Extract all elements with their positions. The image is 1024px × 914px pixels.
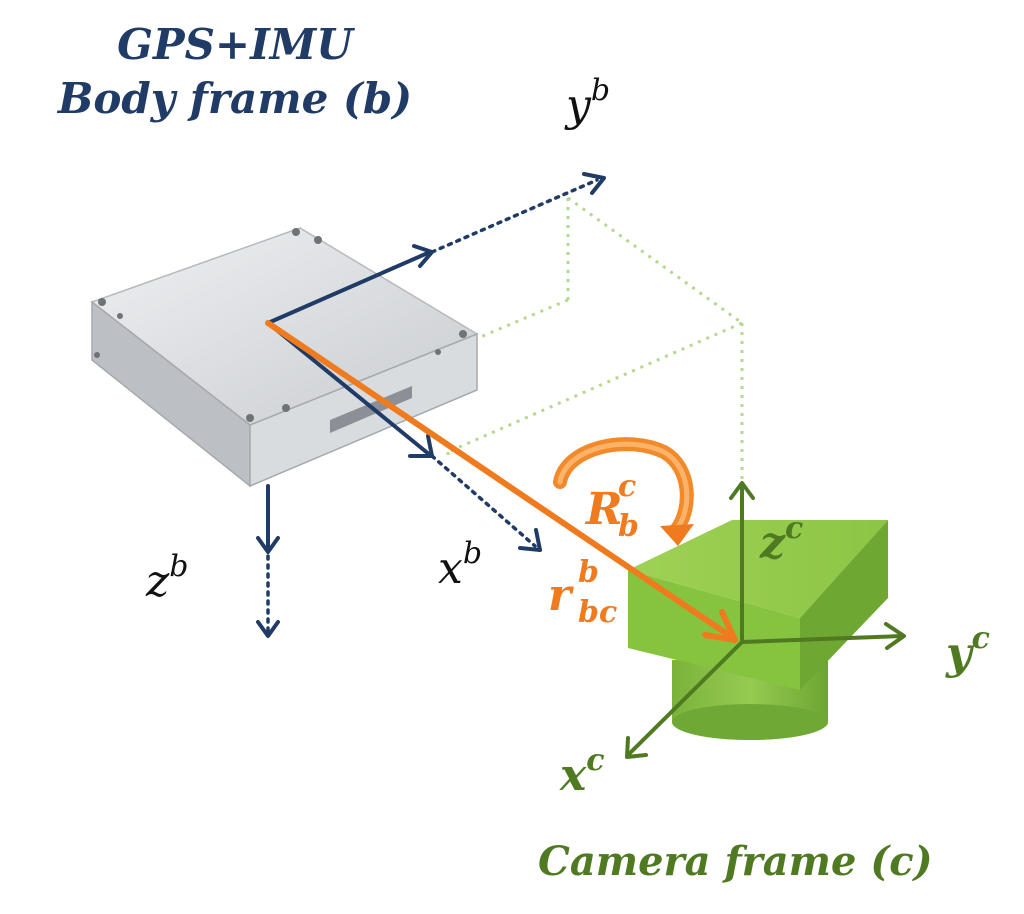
camera-body xyxy=(628,520,888,740)
imu-screw xyxy=(459,330,467,338)
camera-y-axis-label: yc xyxy=(945,621,990,679)
body-frame-title-line2: Body frame (b) xyxy=(57,74,413,123)
camera-side-face xyxy=(800,520,888,690)
camera-top-face xyxy=(628,520,888,618)
camera-y-axis-arrow xyxy=(740,622,906,650)
imu-screw xyxy=(292,228,300,236)
camera-x-axis-arrow xyxy=(625,640,744,759)
camera-z-axis-arrow xyxy=(729,481,755,644)
body-frame-axes xyxy=(256,172,606,638)
rotation-label-sup: c xyxy=(618,469,636,504)
camera-z-axis-label: zc xyxy=(759,511,803,569)
body-x-axis-label: xb xyxy=(438,536,482,594)
camera-frame-title: Camera frame (c) xyxy=(538,838,933,885)
camera-front-face xyxy=(628,570,800,690)
lever-arm-label-base: r xyxy=(548,570,574,621)
body-z-axis-label: zb xyxy=(145,549,188,607)
lever-arm-label: r b bc xyxy=(548,555,617,630)
lever-arm-vector xyxy=(265,320,738,643)
camera-lens-bottom xyxy=(672,704,828,740)
imu-screw xyxy=(246,414,254,422)
imu-screw xyxy=(94,352,100,358)
body-frame-title-line1: GPS+IMU xyxy=(117,20,353,69)
rotation-label-base: R xyxy=(584,484,623,535)
imu-screw xyxy=(98,298,106,306)
imu-screw xyxy=(435,349,441,355)
camera-x-axis-label: xc xyxy=(559,743,605,801)
rotation-arrow xyxy=(553,437,694,546)
imu-screw xyxy=(282,404,290,412)
imu-screw xyxy=(117,313,123,319)
camera-frame-axes xyxy=(625,481,906,759)
body-y-axis-arrow xyxy=(266,172,606,325)
lever-arm-label-sup: b xyxy=(578,555,599,590)
body-z-axis-arrow xyxy=(256,484,280,638)
rotation-label: R c b xyxy=(584,469,639,544)
lever-arm-label-sub: bc xyxy=(578,595,617,630)
body-y-axis-label: yb xyxy=(564,73,610,131)
body-frame-title: GPS+IMU Body frame (b) xyxy=(40,18,430,126)
imu-device-image xyxy=(90,227,479,488)
guide-lines xyxy=(389,196,744,490)
rotation-label-sub: b xyxy=(618,509,639,544)
body-x-axis-arrow xyxy=(266,321,542,552)
imu-screw xyxy=(314,236,322,244)
